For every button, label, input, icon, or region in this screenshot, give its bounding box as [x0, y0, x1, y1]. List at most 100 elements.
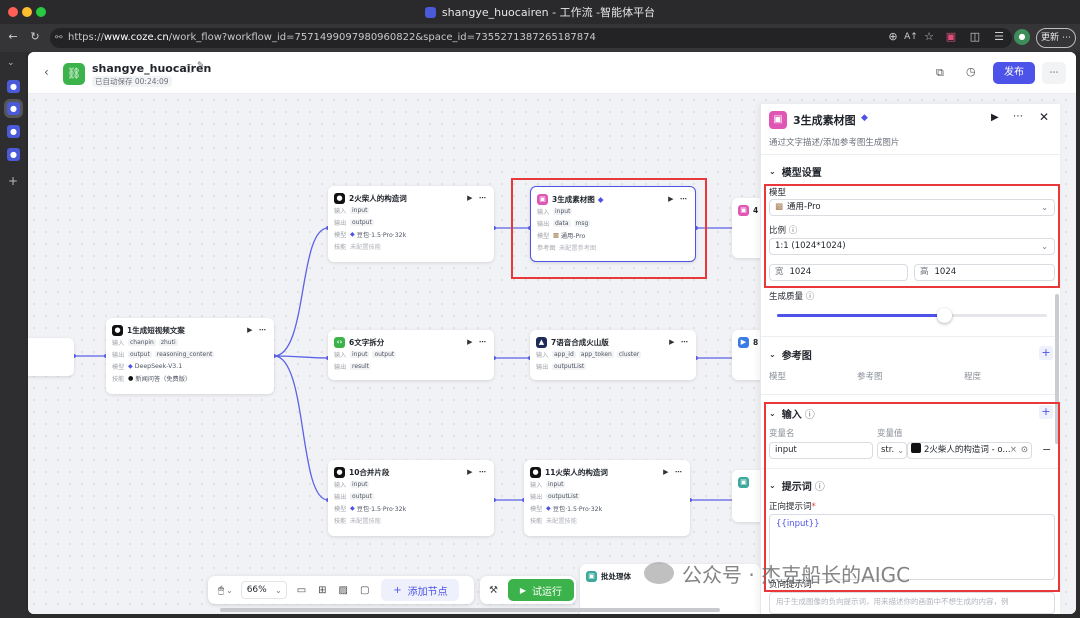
extension-icon[interactable]: ▣ [945, 30, 957, 43]
mouse-mode-icon[interactable]: 🖱 [218, 584, 224, 596]
remove-var-icon[interactable]: − [1042, 443, 1052, 456]
zoom-icon[interactable]: ⊕ [888, 30, 898, 43]
tab-icon-4[interactable]: ● [7, 148, 20, 161]
quality-slider-track[interactable] [777, 308, 1047, 323]
info-icon[interactable]: ⓘ [185, 65, 195, 75]
panel-scrollbar[interactable] [1055, 294, 1059, 444]
canvas-scrollbar[interactable] [220, 608, 720, 612]
model-section-header[interactable]: ⌄模型设置 [769, 164, 822, 179]
comment-icon[interactable]: ▭ [296, 584, 307, 596]
test-run-button[interactable]: ▶试运行 [507, 579, 574, 601]
chevron-down-icon[interactable]: ⌄ [7, 58, 15, 68]
pos-prompt-textarea[interactable]: {{input}} [769, 514, 1055, 580]
row-key: 输入 [334, 482, 347, 489]
chevron-down-icon[interactable]: ⌄ [226, 585, 233, 595]
var-name-input[interactable]: input [769, 442, 873, 459]
close-panel-icon[interactable]: ✕ [1039, 110, 1050, 124]
watermark-text: 公众号 · 杰克船长的AIGC [682, 562, 911, 587]
node-controls[interactable]: ▶ ⋯ [247, 326, 268, 334]
tab-icon-2[interactable]: ● [7, 102, 20, 115]
reload-icon[interactable]: ↻ [30, 30, 40, 43]
node-controls[interactable]: ▶ ⋯ [467, 468, 488, 476]
ratio-select[interactable]: 1:1 (1024*1024)⌄ [769, 238, 1055, 255]
panel-title: 3生成素材图 [793, 114, 856, 127]
add-node-button[interactable]: +添加节点 [381, 579, 460, 601]
zoom-select[interactable]: 66%⌄ [240, 581, 287, 599]
plus-icon: + [393, 584, 402, 596]
maximize-window-button[interactable] [36, 7, 46, 17]
neg-prompt-textarea[interactable]: 用于生成图像的负向提示词，用来描述你的画面中不想生成的内容，例 [769, 592, 1055, 614]
start-node[interactable] [28, 338, 74, 376]
site-info-icon[interactable]: ⚯ [55, 33, 63, 43]
node-controls[interactable]: ▶ ⋯ [669, 338, 690, 346]
info-icon[interactable]: ⓘ [814, 482, 825, 493]
var-name-col: 变量名 [769, 429, 795, 439]
prompt-section-header[interactable]: ⌄提示词 ⓘ [769, 478, 825, 493]
minimap-icon[interactable]: ▢ [360, 584, 370, 596]
add-input-button[interactable]: + [1039, 405, 1053, 419]
ratio-value: 1:1 (1024*1024) [775, 241, 846, 251]
add-reference-button[interactable]: + [1039, 346, 1053, 360]
favorites-icon[interactable]: ☰ [994, 30, 1004, 43]
var-value-select[interactable]: 2火柴人的构造词 - o...×⊙ [907, 442, 1032, 459]
edit-icon[interactable]: ✎ [197, 61, 205, 71]
layout-grid-icon[interactable]: ⊞ [318, 584, 327, 596]
minimize-window-button[interactable] [22, 7, 32, 17]
split-screen-icon[interactable]: ◫ [969, 30, 981, 43]
node-controls[interactable]: ▶ ⋯ [467, 194, 488, 202]
input-section-header[interactable]: ⌄输入 ⓘ [769, 406, 815, 421]
required-mark: * [811, 502, 816, 512]
reference-section-header[interactable]: ⌄参考图 [769, 347, 812, 362]
tab-icon-1[interactable]: ● [7, 80, 20, 93]
param-tag: input [553, 208, 573, 215]
node-controls[interactable]: ▶ ⋯ [663, 468, 684, 476]
panel-more-icon[interactable]: ⋯ [1013, 111, 1023, 122]
run-node-play-icon[interactable]: ▶ [991, 112, 999, 123]
image-icon[interactable]: ▨ [338, 584, 348, 596]
more-options-button[interactable]: ⋯ [1042, 62, 1066, 84]
target-icon[interactable]: ⊙ [1020, 445, 1028, 455]
model-section-title: 模型设置 [781, 168, 822, 179]
favorite-star-icon[interactable]: ☆ [924, 30, 934, 43]
address-bar[interactable]: ⚯ https://www.coze.cn/work_flow?workflow… [50, 28, 1012, 48]
row-key: 模型 [537, 233, 550, 240]
read-aloud-icon[interactable]: A↑ [904, 32, 918, 42]
publish-button[interactable]: 发布 [993, 62, 1035, 84]
row-key: 输出 [334, 364, 347, 371]
wrench-icon[interactable]: ⚒ [489, 584, 498, 596]
update-label: 更新 [1041, 33, 1060, 43]
clear-icon[interactable]: × [1009, 445, 1017, 455]
info-icon[interactable]: ⓘ [805, 292, 815, 302]
node-controls[interactable]: ▶ ⋯ [467, 338, 488, 346]
row-key: 输出 [334, 220, 347, 227]
profile-avatar[interactable]: ● [1014, 29, 1030, 45]
history-clock-icon[interactable]: ◷ [966, 65, 976, 78]
model-select[interactable]: ▩通用-Pro⌄ [769, 199, 1055, 216]
browser-update-button[interactable]: 更新 ⋯ [1036, 28, 1076, 48]
copy-icon[interactable]: ⧉ [936, 66, 944, 79]
back-arrow-icon[interactable]: ← [8, 30, 18, 43]
node-controls[interactable]: ▶ ⋯ [668, 195, 689, 203]
model-name: 豆包·1.5·Pro·32k [356, 506, 407, 513]
close-window-button[interactable] [8, 7, 18, 17]
tab-icon-3[interactable]: ● [7, 125, 20, 138]
skill-icon: ● [128, 375, 134, 382]
divider [761, 336, 1060, 337]
quality-slider-thumb[interactable] [937, 308, 952, 323]
info-icon[interactable]: ⓘ [788, 226, 798, 236]
back-chevron-icon[interactable]: ‹ [44, 65, 49, 79]
node-title: 3生成素材图 [552, 194, 595, 204]
var-type-select[interactable]: str.⌄ [877, 442, 907, 459]
info-icon[interactable]: ⓘ [804, 410, 815, 421]
workflow-app: ‹ ⛓ shangye_huocairen ⓘ ✎ 已自动保存 00:24:09… [28, 52, 1076, 614]
new-tab-plus-icon[interactable]: + [8, 174, 19, 188]
